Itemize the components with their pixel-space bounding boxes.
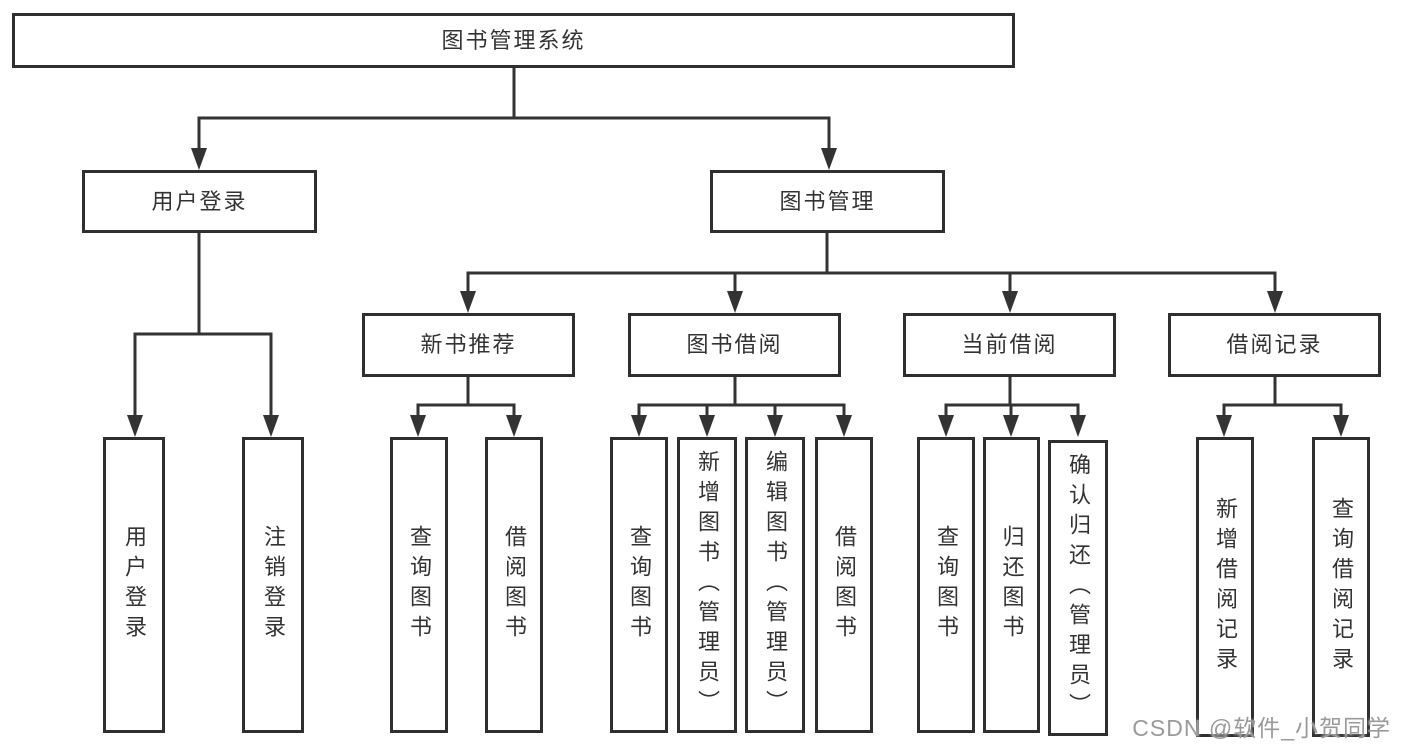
leaf-add-borrow-record: 新增借阅记录 [1196, 437, 1254, 737]
leaf-add-books-admin: 新增图书（管理员） [677, 437, 737, 733]
csdn-watermark: CSDN @软件_小贺同学 [1132, 715, 1391, 741]
leaf-query-books-recommend: 查询图书 [390, 437, 448, 733]
node-borrow-records: 借阅记录 [1168, 313, 1381, 377]
leaf-return-books: 归还图书 [983, 437, 1040, 733]
node-book-borrow: 图书借阅 [628, 313, 841, 377]
leaf-logout: 注销登录 [242, 437, 304, 733]
leaf-query-borrow-record: 查询借阅记录 [1312, 437, 1370, 737]
leaf-edit-books-admin: 编辑图书（管理员） [745, 437, 805, 733]
node-current-borrow: 当前借阅 [903, 313, 1116, 377]
leaf-user-login: 用户登录 [103, 437, 165, 733]
leaf-borrow-books: 借阅图书 [815, 437, 873, 733]
leaf-query-books-current: 查询图书 [917, 437, 975, 733]
node-new-book-recommend: 新书推荐 [362, 313, 575, 377]
node-library-management-system: 图书管理系统 [12, 13, 1015, 68]
leaf-confirm-return-admin: 确认归还（管理员） [1048, 440, 1108, 736]
leaf-borrow-books-recommend: 借阅图书 [485, 437, 543, 733]
node-book-management-branch: 图书管理 [710, 170, 945, 233]
leaf-query-books-borrow: 查询图书 [610, 437, 668, 733]
node-user-login-branch: 用户登录 [82, 170, 317, 233]
